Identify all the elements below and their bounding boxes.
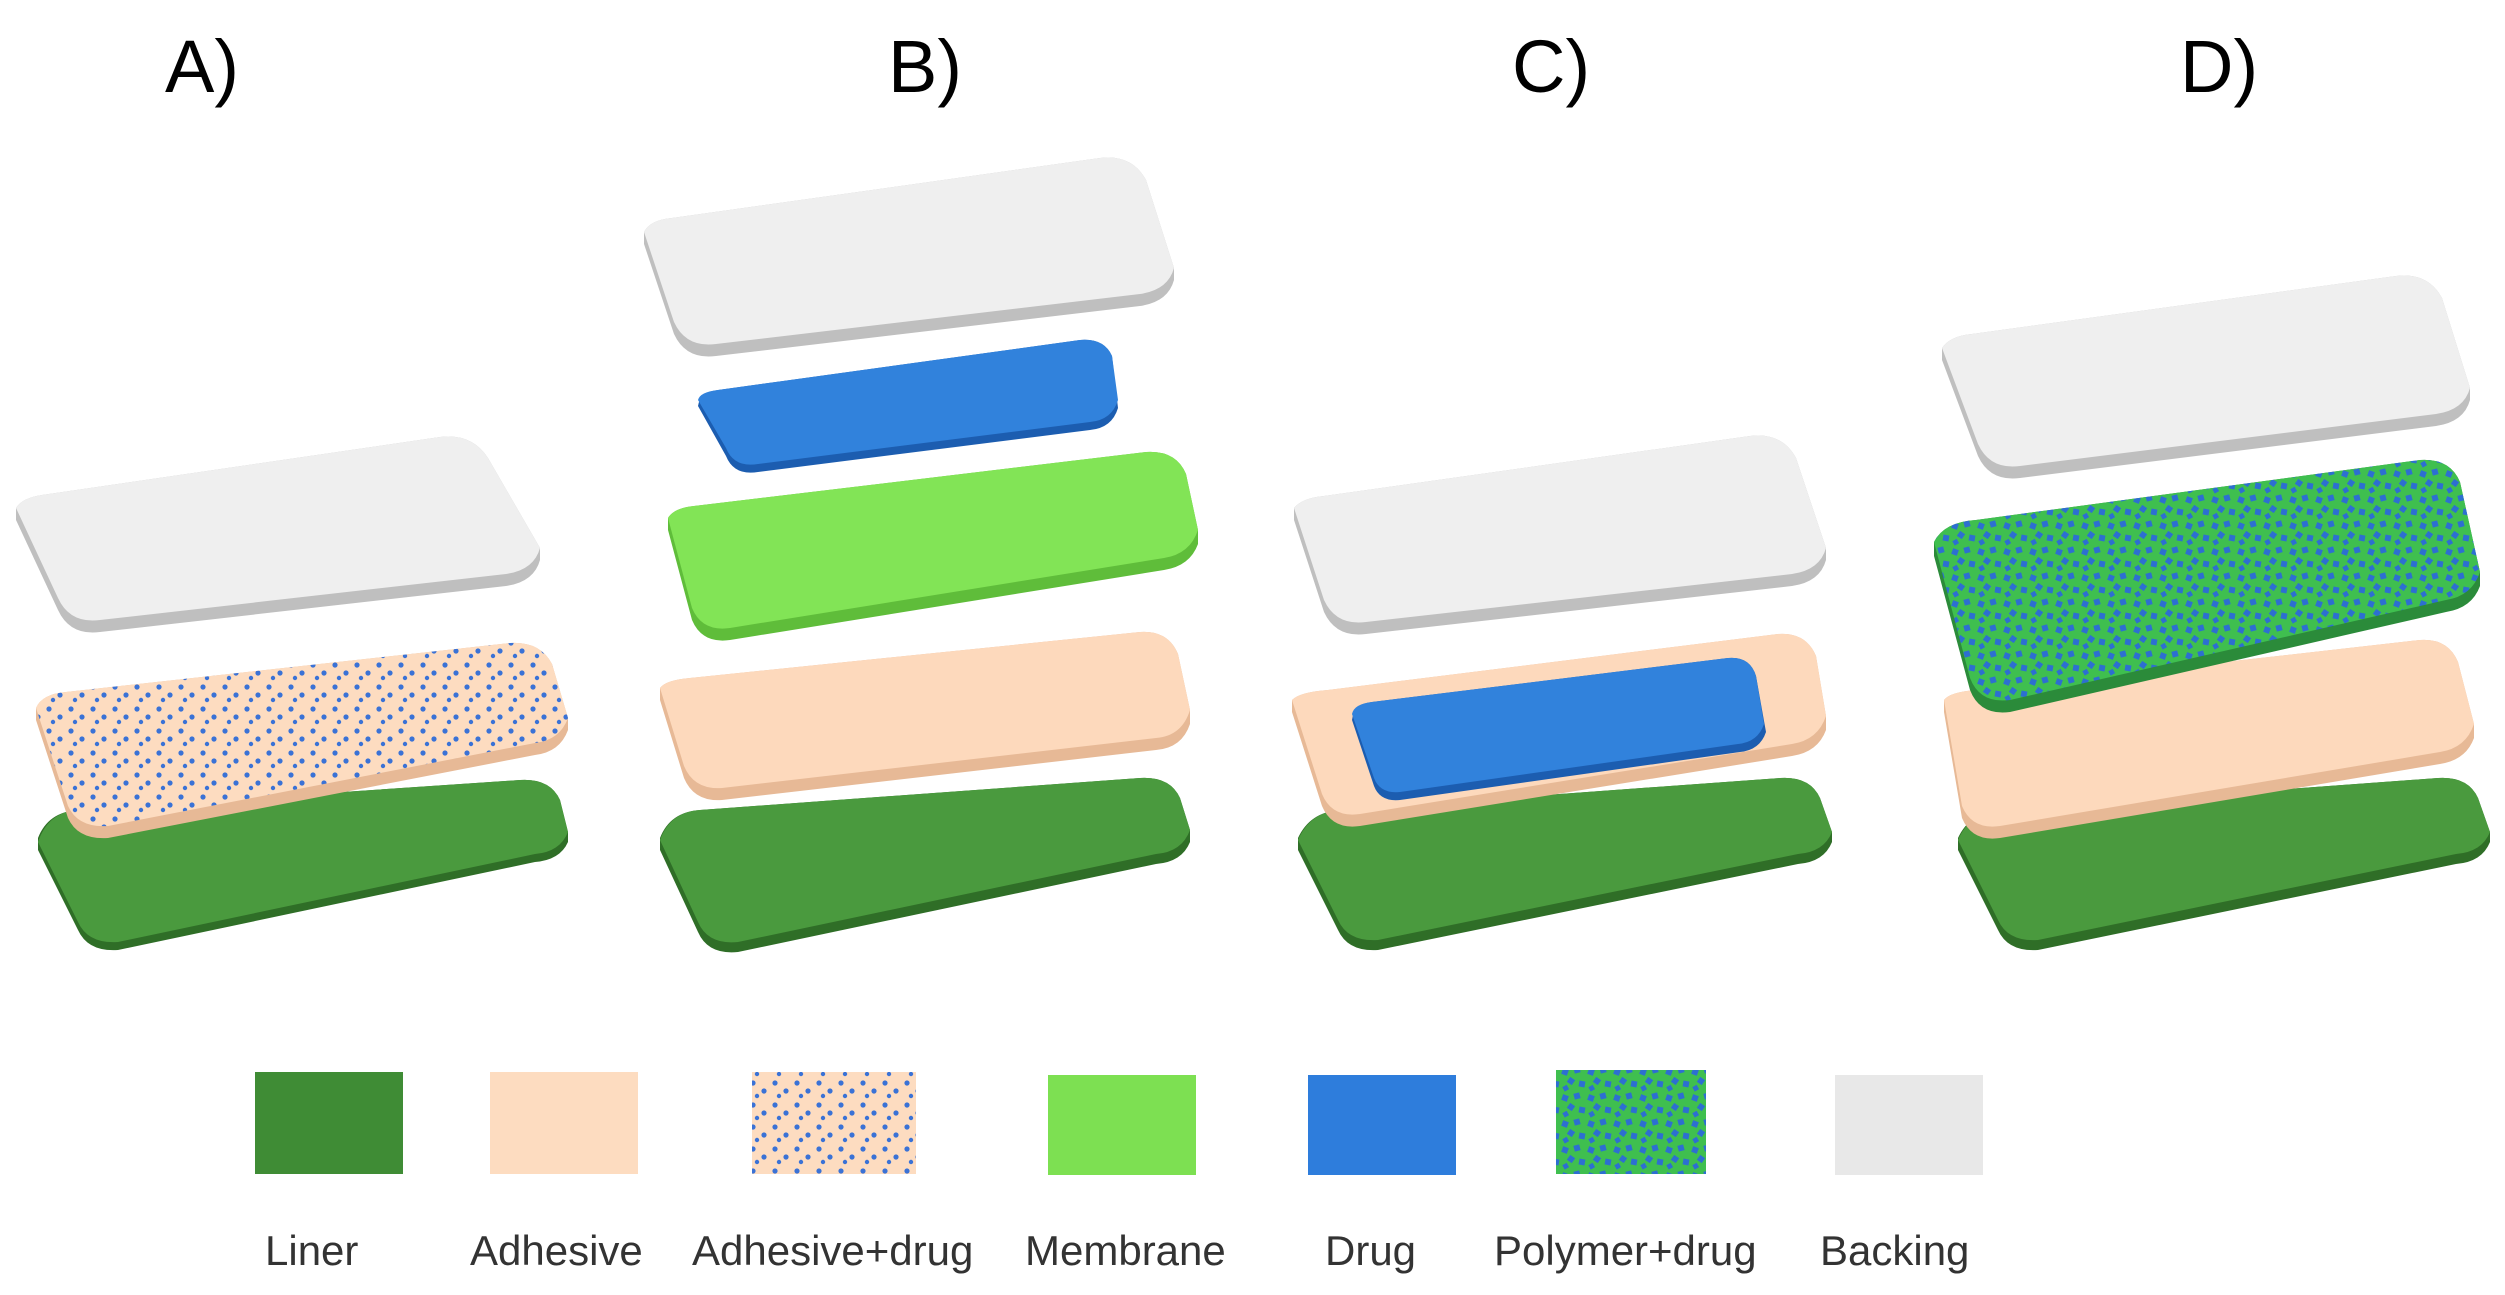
layer-liner bbox=[660, 777, 1190, 953]
legend-label-membrane: Membrane bbox=[1025, 1227, 1226, 1274]
layer-backing bbox=[644, 157, 1174, 357]
panel-label-c: C) bbox=[1512, 25, 1590, 108]
legend-item-adhesive: Adhesive bbox=[470, 1072, 643, 1274]
legend-label-backing: Backing bbox=[1820, 1227, 1969, 1274]
legend-label-drug: Drug bbox=[1325, 1227, 1416, 1274]
legend-label-liner: Liner bbox=[265, 1227, 358, 1274]
legend-item-liner: Liner bbox=[255, 1072, 403, 1274]
panel-c bbox=[1292, 435, 1832, 951]
legend-item-membrane: Membrane bbox=[1025, 1075, 1226, 1274]
legend-label-adhesive-drug: Adhesive+drug bbox=[692, 1227, 973, 1274]
panel-label-a: A) bbox=[165, 25, 239, 108]
layer-adhesive-drug bbox=[36, 642, 568, 839]
layer-backing bbox=[16, 436, 540, 633]
legend-item-polymer-drug: Polymer+drug bbox=[1494, 1070, 1757, 1274]
layer-polymer-drug bbox=[1934, 459, 2480, 713]
panel-label-b: B) bbox=[888, 25, 962, 108]
layer-adhesive-with-reservoir bbox=[1292, 633, 1826, 827]
legend-swatch-adhesive-drug bbox=[752, 1072, 916, 1174]
panel-d bbox=[1934, 275, 2490, 951]
legend-label-polymer-drug: Polymer+drug bbox=[1494, 1227, 1757, 1274]
legend-swatch-liner bbox=[255, 1072, 403, 1174]
legend-label-adhesive: Adhesive bbox=[470, 1227, 643, 1274]
layer-adhesive bbox=[660, 631, 1190, 801]
legend: Liner Adhesive Adhesive+drug Membrane Dr… bbox=[255, 1070, 1983, 1274]
legend-item-backing: Backing bbox=[1820, 1075, 1983, 1274]
panel-a bbox=[16, 436, 568, 951]
legend-swatch-adhesive bbox=[490, 1072, 638, 1174]
legend-item-drug: Drug bbox=[1308, 1075, 1456, 1274]
legend-swatch-backing bbox=[1835, 1075, 1983, 1175]
panel-b bbox=[644, 157, 1198, 953]
drug-reservoir bbox=[1352, 657, 1766, 801]
legend-item-adhesive-drug: Adhesive+drug bbox=[692, 1072, 973, 1274]
layer-membrane bbox=[668, 451, 1198, 641]
panel-label-d: D) bbox=[2180, 25, 2258, 108]
legend-swatch-polymer-drug bbox=[1556, 1070, 1706, 1174]
layer-backing bbox=[1942, 275, 2470, 479]
legend-swatch-drug bbox=[1308, 1075, 1456, 1175]
layer-drug bbox=[698, 339, 1118, 473]
layer-backing bbox=[1294, 435, 1826, 635]
legend-swatch-membrane bbox=[1048, 1075, 1196, 1175]
layer-liner bbox=[1298, 777, 1832, 951]
